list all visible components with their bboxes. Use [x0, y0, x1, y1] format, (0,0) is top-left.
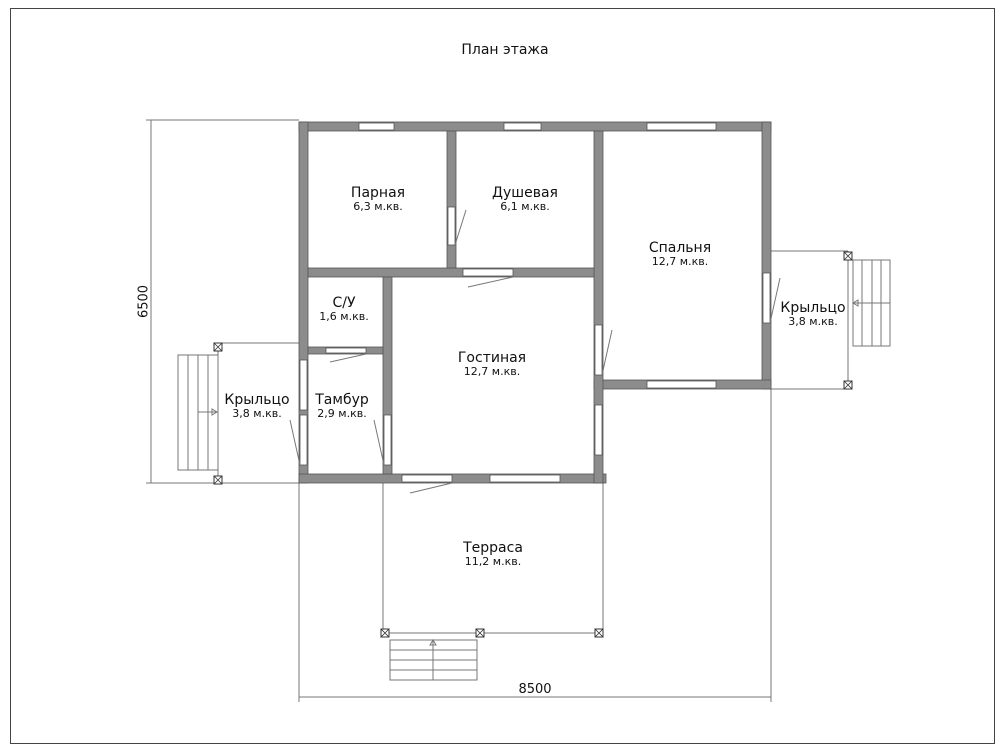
- stairs-left: [177, 354, 219, 471]
- plan-title: План этажа: [461, 42, 549, 58]
- stairs-terrace: [389, 639, 478, 681]
- room-area: 2,9 м.кв.: [317, 407, 367, 420]
- post-marker-icon: [213, 342, 223, 352]
- room-name: Терраса: [463, 540, 523, 556]
- windows: [358, 122, 717, 483]
- room-name: Душевая: [492, 185, 558, 201]
- doors: [289, 206, 781, 494]
- room-area: 6,1 м.кв.: [500, 200, 550, 213]
- room-area: 11,2 м.кв.: [464, 555, 522, 568]
- post-marker-icon: [475, 628, 485, 638]
- post-marker-icon: [843, 251, 853, 261]
- room-area: 3,8 м.кв.: [788, 315, 838, 328]
- post-markers: [213, 251, 853, 638]
- stairs-right: [852, 259, 891, 347]
- room-name: Парная: [350, 185, 406, 201]
- post-marker-icon: [213, 475, 223, 485]
- dimension-lines: [146, 119, 772, 702]
- room-name: Гостиная: [457, 350, 527, 366]
- post-marker-icon: [380, 628, 390, 638]
- room-area: 3,8 м.кв.: [232, 407, 282, 420]
- post-marker-icon: [843, 380, 853, 390]
- room-area: 12,7 м.кв.: [463, 365, 521, 378]
- room-area: 6,3 м.кв.: [353, 200, 403, 213]
- post-marker-icon: [594, 628, 604, 638]
- room-area: 12,7 м.кв.: [651, 255, 709, 268]
- room-name: Крыльцо: [780, 300, 846, 316]
- width-dimension: 8500: [518, 682, 552, 697]
- drawing-frame: [10, 8, 995, 744]
- porch-terrace-outlines: [217, 250, 849, 634]
- room-area: 1,6 м.кв.: [319, 310, 369, 323]
- room-name: С/У: [332, 295, 356, 311]
- room-name: Крыльцо: [224, 392, 290, 408]
- height-dimension: 6500: [136, 284, 152, 319]
- walls: [298, 121, 772, 484]
- room-name: Спальня: [648, 240, 712, 256]
- room-name: Тамбур: [315, 392, 369, 408]
